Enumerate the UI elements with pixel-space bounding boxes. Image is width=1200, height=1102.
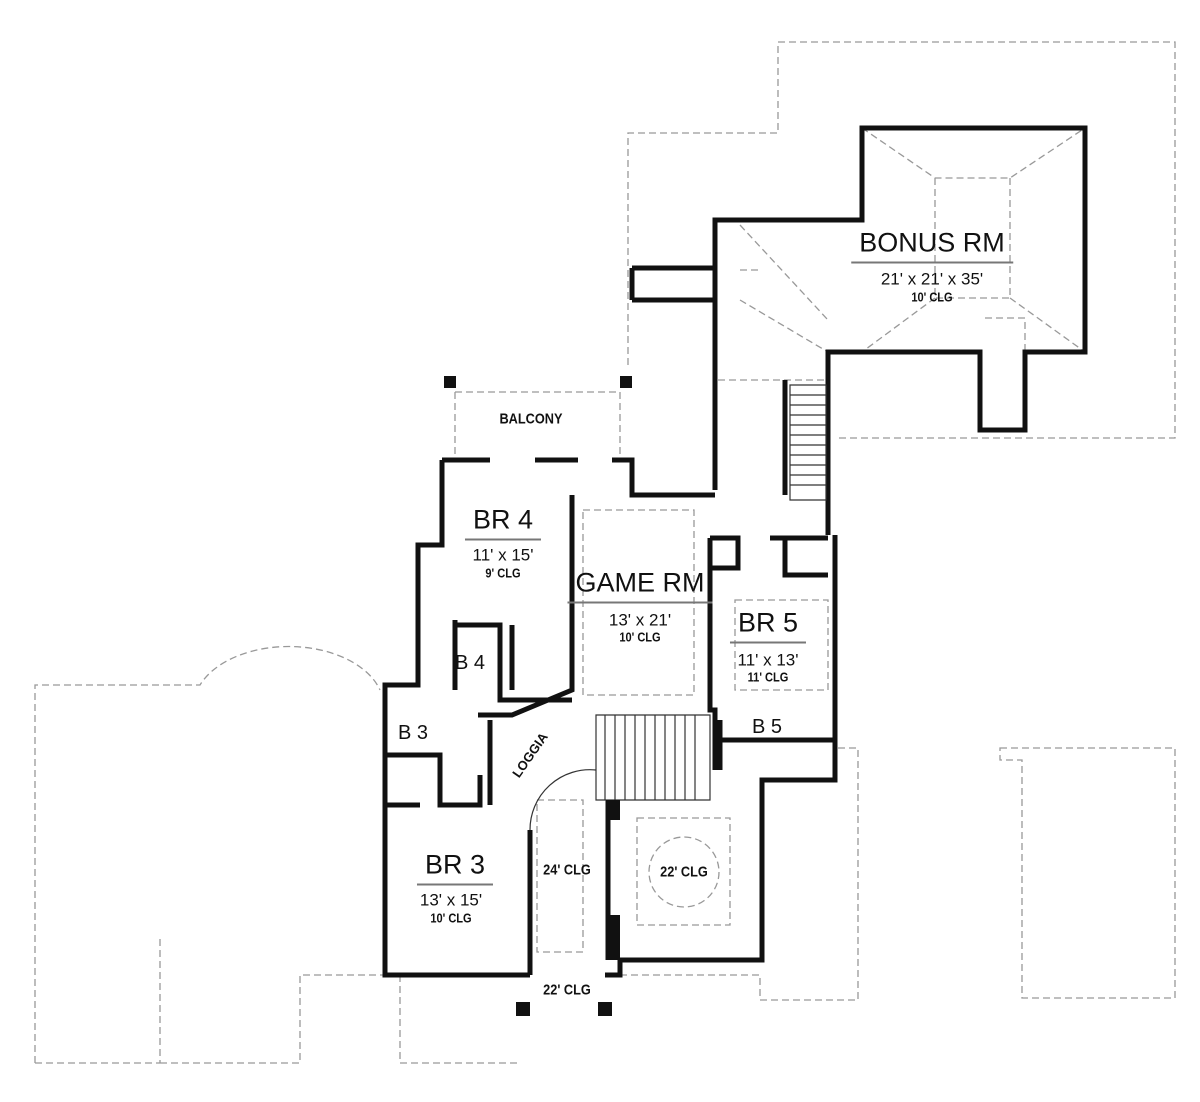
br3-name: BR 3 <box>416 849 494 886</box>
br3-size: 13' x 15' <box>419 890 483 910</box>
b3-name: B 3 <box>397 722 429 744</box>
br4-size: 11' x 15' <box>472 545 534 565</box>
game-room-ceiling: 10' CLG <box>619 629 661 645</box>
bonus-room-size: 21' x 21' x 35' <box>880 269 984 289</box>
balcony-name: BALCONY <box>499 410 563 428</box>
br3-ceiling: 10' CLG <box>430 910 472 926</box>
entry-ceiling: 22' CLG <box>543 981 591 999</box>
walls <box>382 125 1088 978</box>
stairs <box>529 384 827 831</box>
game-room-name: GAME RM <box>567 567 713 604</box>
open-left-ceiling: 24' CLG <box>543 861 591 879</box>
bonus-room-ceiling: 10' CLG <box>911 289 953 305</box>
br5-name: BR 5 <box>729 607 807 644</box>
open-right-ceiling: 22' CLG <box>660 863 708 881</box>
br5-size: 11' x 13' <box>737 650 799 670</box>
b5-name: B 5 <box>751 716 783 738</box>
columns <box>444 376 632 1016</box>
br5-ceiling: 11' CLG <box>747 669 789 685</box>
roofline-dashed <box>34 41 1176 1064</box>
br4-ceiling: 9' CLG <box>485 565 521 581</box>
b4-name: B 4 <box>454 652 486 674</box>
br4-name: BR 4 <box>464 504 542 541</box>
game-room-size: 13' x 21' <box>608 610 672 630</box>
bonus-room-name: BONUS RM <box>851 227 1013 264</box>
